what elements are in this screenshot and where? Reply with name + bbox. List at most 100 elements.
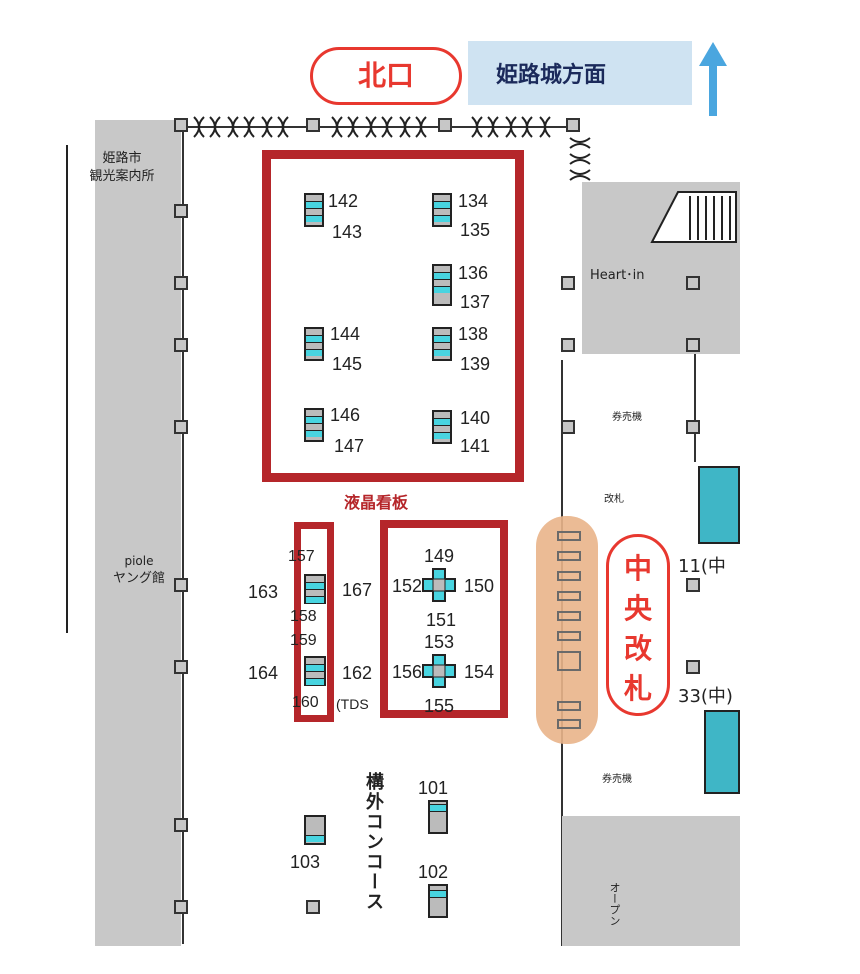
- sign-number: 147: [334, 436, 365, 456]
- pillar: [686, 578, 700, 592]
- pillar: [686, 338, 700, 352]
- sign-cluster-lower: [304, 656, 326, 686]
- east-doors: [569, 137, 591, 181]
- num-162: 162: [342, 663, 373, 683]
- pillar: [561, 338, 575, 352]
- sign-number: 140: [460, 408, 491, 428]
- pillar: [174, 420, 188, 434]
- num-150: 150: [464, 576, 495, 596]
- num-167: 167: [342, 580, 373, 600]
- gate-char-1: 中: [623, 552, 652, 585]
- north-wall-line: [182, 126, 574, 128]
- small-label-2: 券売機: [602, 774, 632, 785]
- sign-103: [304, 815, 326, 845]
- cross-sign-lower: [422, 654, 456, 688]
- gate-char-2: 央: [623, 592, 652, 625]
- num-158: 158: [290, 608, 317, 625]
- pillar: [174, 118, 188, 132]
- north-exit-badge: 北口: [310, 47, 462, 105]
- pillar: [686, 420, 700, 434]
- pillar: [686, 660, 700, 674]
- stairs-icon: [650, 191, 737, 243]
- pillar: [174, 660, 188, 674]
- num-103: 103: [290, 852, 321, 872]
- ticket-gate-small-label: 改札: [604, 494, 624, 505]
- pillar: [174, 276, 188, 290]
- num-151: 151: [426, 610, 457, 630]
- heart-in-label: Heart･in: [590, 268, 645, 283]
- central-gate-badge: 中 央 改 札: [606, 534, 670, 716]
- pillar: [561, 420, 575, 434]
- num-154: 154: [464, 662, 495, 682]
- cross-sign-upper: [422, 568, 456, 602]
- open-label: オープン: [608, 882, 621, 926]
- pillar: [438, 118, 452, 132]
- ticket-gates-icon: [557, 531, 581, 729]
- label-11: 11(中: [678, 556, 726, 577]
- num-156: 156: [392, 662, 423, 682]
- sign-138-139: [432, 327, 452, 361]
- piole-label: piole ヤング館: [100, 552, 178, 588]
- num-102: 102: [418, 862, 449, 882]
- sign-140-141: [432, 410, 452, 444]
- sign-number: 144: [330, 324, 361, 344]
- pillar: [174, 204, 188, 218]
- num-164: 164: [248, 663, 279, 683]
- tourist-info-line1: 姫路市: [102, 151, 142, 166]
- piole-line2: ヤング館: [112, 571, 165, 586]
- sign-number: 141: [460, 436, 491, 456]
- sign-number: 139: [460, 354, 491, 374]
- pillar: [306, 900, 320, 914]
- gate-char-4: 札: [623, 672, 652, 705]
- tourist-info-line2: 観光案内所: [89, 169, 155, 184]
- tourist-info: 姫路市 観光案内所: [72, 150, 172, 186]
- pillar: [174, 338, 188, 352]
- num-152: 152: [392, 576, 423, 596]
- sign-142-143: [304, 193, 324, 227]
- west-wall-line: [182, 126, 184, 944]
- sign-number: 134: [458, 191, 489, 211]
- pillar: [686, 276, 700, 290]
- sign-number: 135: [460, 220, 491, 240]
- sign-number: 138: [458, 324, 489, 344]
- escalator-2: [704, 710, 740, 794]
- num-101: 101: [418, 778, 449, 798]
- sign-number: 136: [458, 263, 489, 283]
- sign-number: 142: [328, 191, 359, 211]
- num-160: 160: [292, 694, 319, 711]
- himeji-castle-direction: 姫路城方面: [468, 41, 692, 105]
- outer-concourse-label: 構外コンコース: [363, 772, 384, 912]
- left-edge-line: [66, 145, 68, 633]
- sign-136-137: [432, 264, 452, 306]
- himeji-castle-label: 姫路城方面: [496, 63, 607, 88]
- small-label-1: 券売機: [612, 412, 642, 423]
- lower-right-block: [562, 816, 740, 946]
- num-153: 153: [424, 632, 455, 652]
- piole-line1: piole: [124, 554, 154, 568]
- pillar: [174, 818, 188, 832]
- sign-101: [428, 800, 448, 834]
- num-163: 163: [248, 582, 279, 602]
- sign-zone-157-160: [294, 522, 334, 722]
- north-arrow-icon: [699, 42, 727, 116]
- piole-building: [95, 120, 181, 946]
- north-exit-label: 北口: [357, 59, 414, 92]
- lcd-signboard-label: 液晶看板: [344, 493, 409, 512]
- pillar: [561, 276, 575, 290]
- num-149: 149: [424, 546, 455, 566]
- num-157: 157: [288, 548, 315, 565]
- pillar: [306, 118, 320, 132]
- escalator-1: [698, 466, 740, 544]
- sign-102: [428, 884, 448, 918]
- sign-number: 146: [330, 405, 361, 425]
- pillar: [174, 900, 188, 914]
- pillar: [566, 118, 580, 132]
- central-gate-area: [536, 516, 598, 744]
- tds-label: (TDS: [336, 696, 369, 712]
- sign-zone-149-156: [380, 520, 508, 718]
- sign-number: 143: [332, 222, 363, 242]
- sign-144-145: [304, 327, 324, 361]
- sign-134-135: [432, 193, 452, 227]
- sign-number: 145: [332, 354, 363, 374]
- num-159: 159: [290, 632, 317, 649]
